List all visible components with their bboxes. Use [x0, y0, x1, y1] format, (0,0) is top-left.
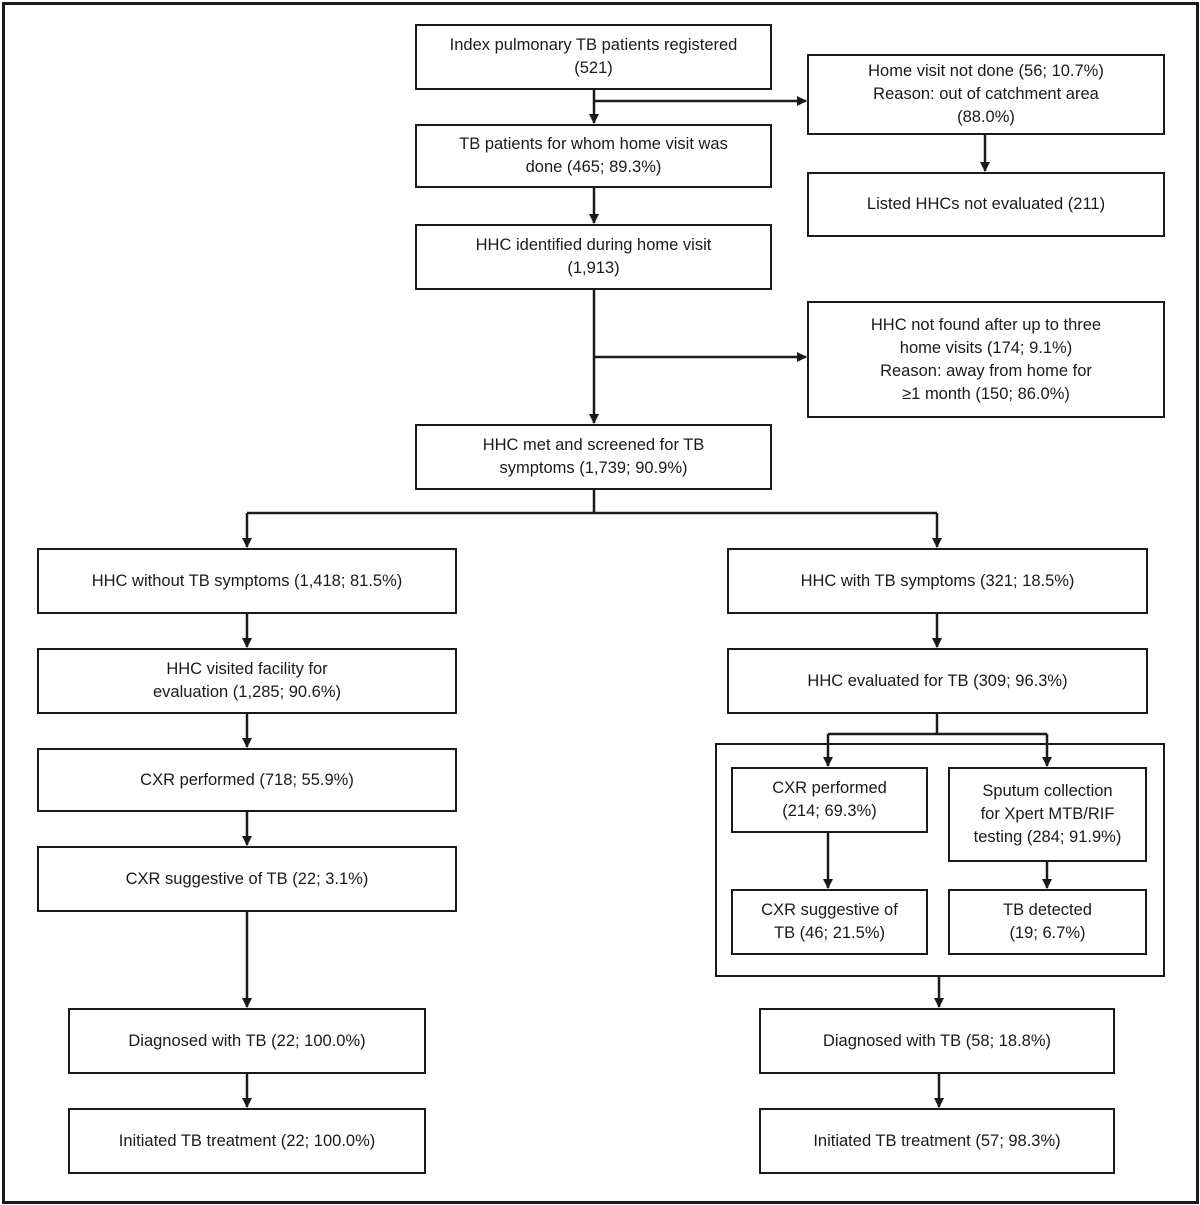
node-text: HHC identified during home visit [475, 236, 712, 254]
node-hhc-not-evaluated: Listed HHCs not evaluated (211) [807, 172, 1165, 237]
node-hhc-screened: HHC met and screened for TB symptoms (1,… [415, 424, 772, 490]
node-cxr-suggestive-right: CXR suggestive of TB (46; 21.5%) [731, 889, 928, 955]
node-text: HHC evaluated for TB (309; 96.3%) [807, 671, 1068, 690]
node-text: Home visit not done (56; 10.7%) [868, 62, 1104, 80]
node-text: TB patients for whom home visit was [459, 135, 728, 153]
node-text: done (465; 89.3%) [525, 158, 662, 176]
node-text: symptoms (1,739; 90.9%) [499, 459, 688, 477]
node-text: HHC met and screened for TB [482, 436, 705, 454]
node-treatment-left: Initiated TB treatment (22; 100.0%) [68, 1108, 426, 1174]
node-text: HHC not found after up to three [870, 315, 1102, 334]
node-text: CXR performed (718; 55.9%) [140, 770, 354, 789]
node-text: Index pulmonary TB patients registered [449, 36, 738, 54]
node-diagnosed-left: Diagnosed with TB (22; 100.0%) [68, 1008, 426, 1074]
node-home-visit-done: TB patients for whom home visit was done… [415, 124, 772, 188]
node-hhc-identified: HHC identified during home visit (1,913) [415, 224, 772, 290]
node-text: HHC without TB symptoms (1,418; 81.5%) [91, 571, 403, 590]
node-text: evaluation (1,285; 90.6%) [152, 683, 342, 701]
node-text: Sputum collection [982, 782, 1113, 800]
node-evaluated: HHC evaluated for TB (309; 96.3%) [727, 648, 1148, 714]
node-text: (214; 69.3%) [782, 802, 877, 820]
node-text: for Xpert MTB/RIF [980, 805, 1115, 823]
node-tb-detected: TB detected (19; 6.7%) [948, 889, 1147, 955]
node-text: testing (284; 91.9%) [973, 828, 1122, 846]
node-visited-facility: HHC visited facility for evaluation (1,2… [37, 648, 457, 714]
node-without-symptoms: HHC without TB symptoms (1,418; 81.5%) [37, 548, 457, 614]
node-text: CXR performed [772, 779, 887, 797]
node-text: HHC visited facility for [166, 660, 328, 678]
node-text: TB detected [1003, 901, 1092, 919]
node-text: (1,913) [567, 259, 620, 277]
node-text: CXR suggestive of TB (22; 3.1%) [125, 869, 369, 888]
node-text: Listed HHCs not evaluated (211) [866, 195, 1106, 213]
node-sputum-collection: Sputum collection for Xpert MTB/RIF test… [948, 767, 1147, 862]
test-results-group [715, 743, 1165, 977]
node-hhc-not-found: HHC not found after up to three home vis… [807, 301, 1165, 418]
node-cxr-performed-right: CXR performed (214; 69.3%) [731, 767, 928, 833]
node-text: Reason: away from home for [880, 361, 1092, 380]
node-text: (19; 6.7%) [1009, 924, 1086, 942]
node-text: Reason: out of catchment area [873, 85, 1099, 103]
node-text: Initiated TB treatment (57; 98.3%) [813, 1131, 1061, 1150]
node-diagnosed-right: Diagnosed with TB (58; 18.8%) [759, 1008, 1115, 1074]
node-text: HHC with TB symptoms (321; 18.5%) [800, 571, 1075, 590]
node-text: CXR suggestive of [761, 901, 898, 919]
node-text: (88.0%) [957, 108, 1015, 126]
node-text: home visits (174; 9.1%) [899, 338, 1073, 357]
node-text: ≥1 month (150; 86.0%) [902, 384, 1070, 403]
node-cxr-performed-left: CXR performed (718; 55.9%) [37, 748, 457, 812]
node-text: (521) [574, 59, 613, 77]
node-text: Diagnosed with TB (22; 100.0%) [128, 1031, 366, 1050]
node-with-symptoms: HHC with TB symptoms (321; 18.5%) [727, 548, 1148, 614]
node-text: Diagnosed with TB (58; 18.8%) [822, 1031, 1052, 1050]
node-text: Initiated TB treatment (22; 100.0%) [118, 1131, 376, 1150]
node-text: TB (46; 21.5%) [774, 924, 885, 942]
node-treatment-right: Initiated TB treatment (57; 98.3%) [759, 1108, 1115, 1174]
node-cxr-suggestive-left: CXR suggestive of TB (22; 3.1%) [37, 846, 457, 912]
node-index-patients: Index pulmonary TB patients registered (… [415, 24, 772, 90]
node-home-visit-not-done: Home visit not done (56; 10.7%) Reason: … [807, 54, 1165, 135]
